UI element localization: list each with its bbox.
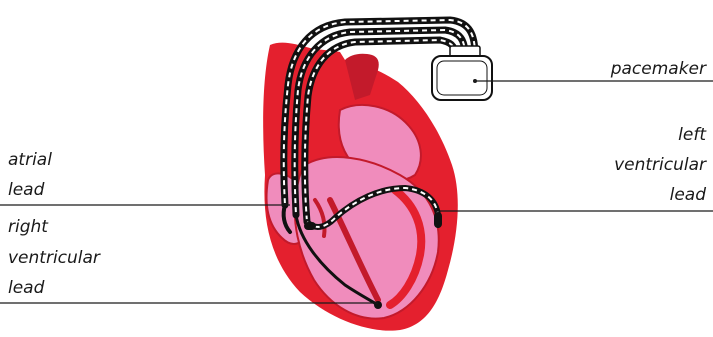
pacemaker-body — [432, 56, 492, 100]
label-ventricular-left: ventricular — [614, 155, 707, 175]
leader-pacemaker-dot — [473, 79, 477, 83]
label-lead-right: lead — [8, 278, 45, 298]
pacemaker-device — [432, 46, 492, 100]
label-lead-left: lead — [670, 185, 707, 205]
label-ventricular-right: ventricular — [8, 248, 101, 268]
label-lead-atrial: lead — [8, 180, 45, 200]
label-right: right — [8, 217, 49, 237]
left-ventricular-lead-tip — [434, 212, 442, 228]
right-ventricular-lead-tip — [374, 301, 382, 309]
label-left: left — [678, 125, 707, 145]
label-pacemaker: pacemaker — [610, 59, 707, 79]
label-atrial: atrial — [8, 150, 52, 170]
coronary-sinus-electrode — [304, 222, 316, 230]
